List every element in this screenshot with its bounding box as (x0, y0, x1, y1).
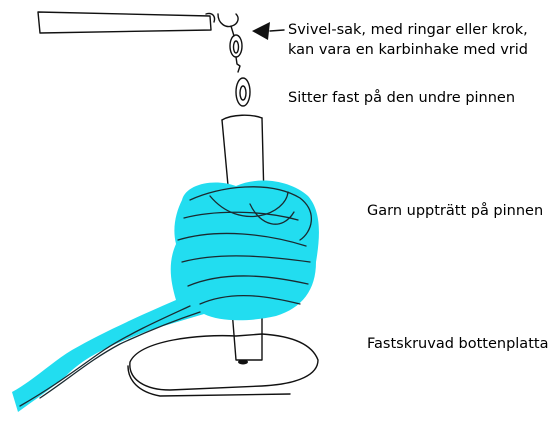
yarn-ball (12, 180, 319, 412)
vertical-peg (221, 114, 265, 361)
base-label: Fastskruvad bottenplatta (367, 336, 549, 352)
base-plate (127, 333, 319, 397)
attached-label: Sitter fast på den undre pinnen (288, 90, 516, 106)
yarn-label: Garn uppträtt på pinnen (367, 203, 544, 219)
upper-rod (37, 11, 216, 34)
swivel-label-line2: kan vara en karbinhake med vrid (288, 42, 529, 58)
arrow-icon (252, 22, 285, 40)
swivel-hook (217, 13, 251, 107)
swivel-label-line1: Svivel-sak, med ringar eller krok, (288, 22, 528, 38)
